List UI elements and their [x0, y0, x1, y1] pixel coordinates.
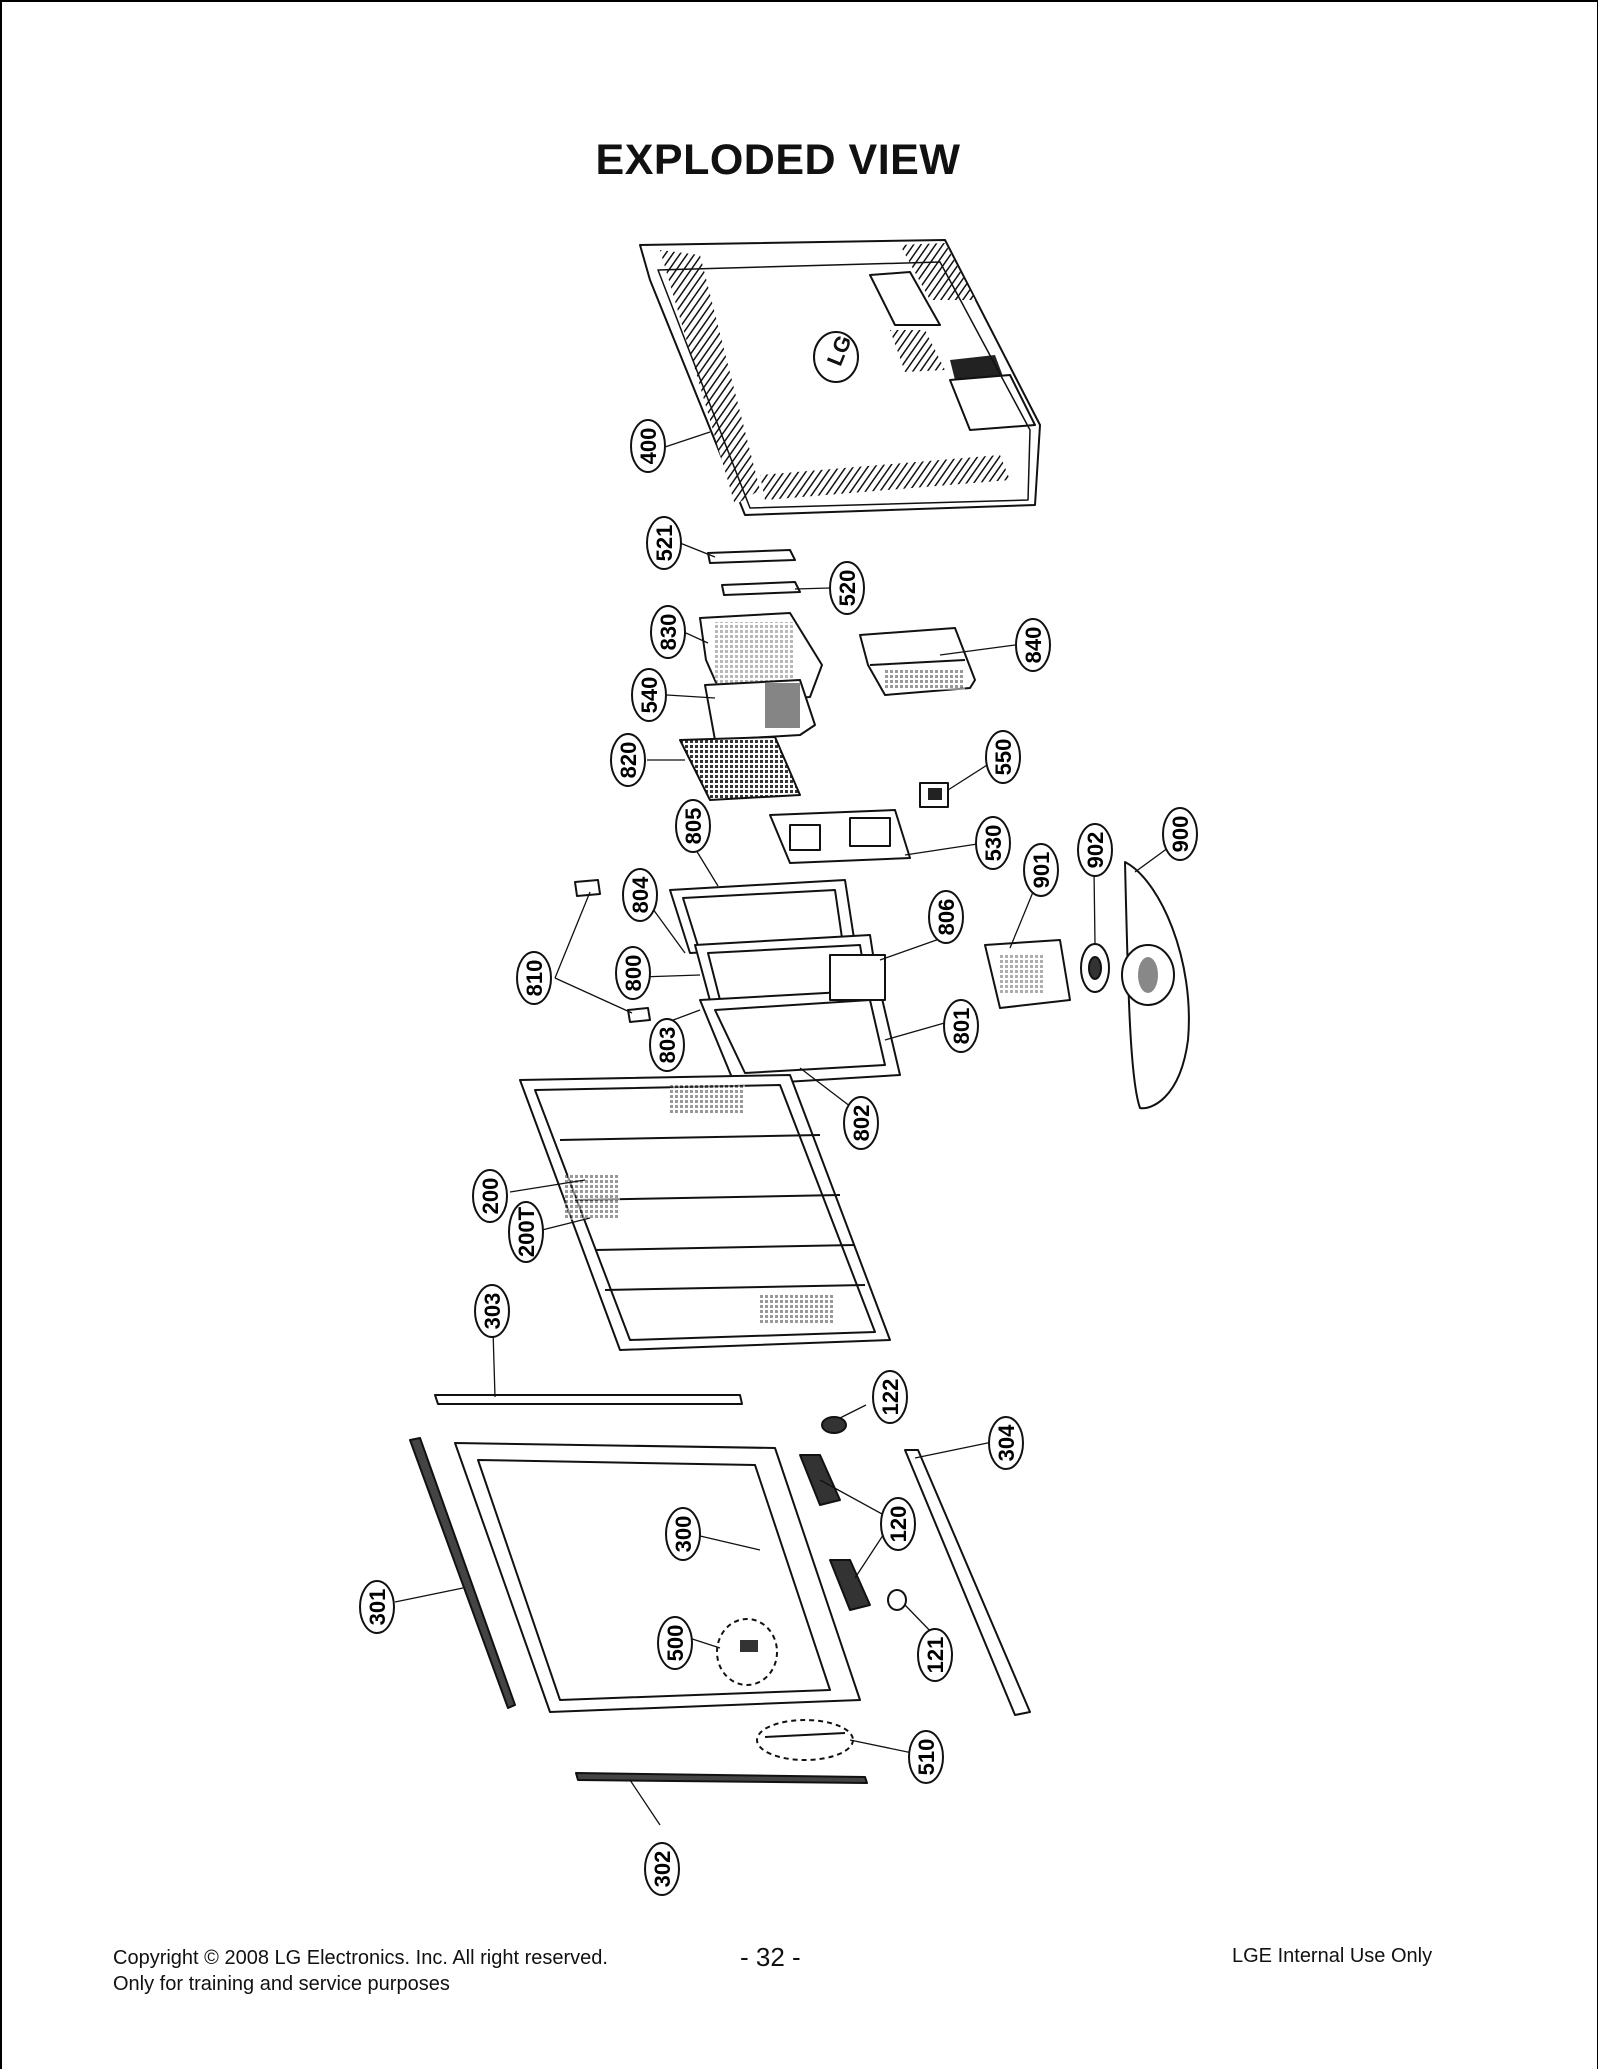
side-trim-part [409, 1437, 516, 1709]
callout-803: 803 [649, 1018, 685, 1072]
callout-800: 800 [615, 946, 651, 1000]
callout-121: 121 [917, 1628, 953, 1682]
svg-text:830: 830 [656, 614, 681, 651]
callout-540: 540 [631, 668, 667, 722]
purpose-text: Only for training and service purposes [113, 1973, 450, 1995]
svg-text:810: 810 [522, 960, 547, 997]
callout-810: 810 [516, 951, 552, 1005]
svg-text:122: 122 [878, 1379, 903, 1416]
svg-text:550: 550 [991, 739, 1016, 776]
page-number: - 32 - [740, 1942, 801, 1972]
copyright-text: Copyright © 2008 LG Electronics. Inc. Al… [113, 1947, 608, 1969]
svg-text:300: 300 [671, 1516, 696, 1553]
callout-500: 500 [657, 1616, 693, 1670]
shield-plate-part [679, 736, 801, 801]
callout-805: 805 [675, 799, 711, 853]
bottom-trim-part [575, 1772, 868, 1784]
stand-base-part [1121, 861, 1190, 1110]
svg-text:304: 304 [994, 1424, 1019, 1461]
callout-840: 840 [1015, 618, 1051, 672]
svg-text:900: 900 [1168, 816, 1193, 853]
hinge-part [574, 879, 651, 1023]
callouts: 400 521 520 830 840 540 820 550 805 530 … [359, 419, 1198, 1896]
callout-301: 301 [359, 1580, 395, 1634]
svg-text:520: 520 [835, 570, 860, 607]
svg-text:806: 806 [934, 899, 959, 936]
svg-text:800: 800 [621, 955, 646, 992]
svg-text:301: 301 [365, 1589, 390, 1626]
power-shield-part [859, 627, 976, 696]
connector-part [919, 782, 949, 808]
svg-text:521: 521 [652, 525, 677, 562]
led-board-group [756, 1719, 854, 1761]
lcd-module-part [519, 1074, 891, 1351]
svg-text:510: 510 [914, 1739, 939, 1776]
power-board-part [769, 809, 911, 864]
callout-830: 830 [650, 605, 686, 659]
svg-text:901: 901 [1029, 852, 1054, 889]
svg-text:804: 804 [628, 876, 653, 913]
front-cabinet-part [454, 1442, 861, 1713]
right-trim-part [904, 1449, 1031, 1716]
svg-text:200: 200 [478, 1178, 503, 1215]
callout-550: 550 [985, 730, 1021, 784]
callout-801: 801 [943, 999, 979, 1053]
stand-body-part [984, 939, 1071, 1009]
svg-text:400: 400 [636, 428, 661, 465]
chassis-frames-part [669, 879, 901, 1086]
callout-200: 200 [472, 1169, 508, 1223]
svg-text:121: 121 [923, 1637, 948, 1674]
svg-text:803: 803 [655, 1027, 680, 1064]
svg-text:802: 802 [849, 1105, 874, 1142]
internal-use-text: LGE Internal Use Only [1232, 1945, 1433, 1967]
callout-521: 521 [646, 516, 682, 570]
main-board-part [704, 679, 816, 741]
small-bracket-part [821, 1416, 907, 1611]
callout-510: 510 [908, 1730, 944, 1784]
svg-text:820: 820 [616, 742, 641, 779]
page-title: EXPLODED VIEW [595, 136, 961, 184]
back-cover-part: LG [639, 239, 1041, 516]
svg-text:303: 303 [480, 1293, 505, 1330]
control-board-bracket-part [707, 549, 801, 596]
leader-lines [394, 431, 1173, 1826]
callout-806: 806 [928, 890, 964, 944]
callout-902: 902 [1077, 823, 1113, 877]
svg-text:540: 540 [637, 677, 662, 714]
svg-text:302: 302 [650, 1851, 675, 1888]
callout-122: 122 [872, 1370, 908, 1424]
callout-303: 303 [474, 1284, 510, 1338]
ir-board-group [716, 1618, 778, 1686]
svg-text:902: 902 [1083, 832, 1108, 869]
callout-200t: 200T [508, 1201, 544, 1263]
callout-804: 804 [622, 868, 658, 922]
footer-left: Copyright © 2008 LG Electronics. Inc. Al… [113, 1945, 608, 1997]
callout-120: 120 [880, 1497, 916, 1551]
callout-530: 530 [975, 816, 1011, 870]
svg-text:500: 500 [663, 1625, 688, 1662]
callout-901: 901 [1023, 843, 1059, 897]
callout-300: 300 [665, 1507, 701, 1561]
svg-text:200T: 200T [514, 1206, 539, 1257]
stand-hinge-part [1080, 943, 1110, 993]
callout-802: 802 [843, 1096, 879, 1150]
callout-820: 820 [610, 733, 646, 787]
svg-text:801: 801 [949, 1008, 974, 1045]
callout-520: 520 [829, 561, 865, 615]
top-trim-part [434, 1394, 743, 1405]
callout-304: 304 [988, 1416, 1024, 1470]
callout-400: 400 [630, 419, 666, 473]
svg-text:840: 840 [1021, 627, 1046, 664]
callout-900: 900 [1162, 807, 1198, 861]
callout-302: 302 [644, 1842, 680, 1896]
svg-text:120: 120 [886, 1506, 911, 1543]
svg-text:530: 530 [981, 825, 1006, 862]
svg-text:805: 805 [681, 808, 706, 845]
